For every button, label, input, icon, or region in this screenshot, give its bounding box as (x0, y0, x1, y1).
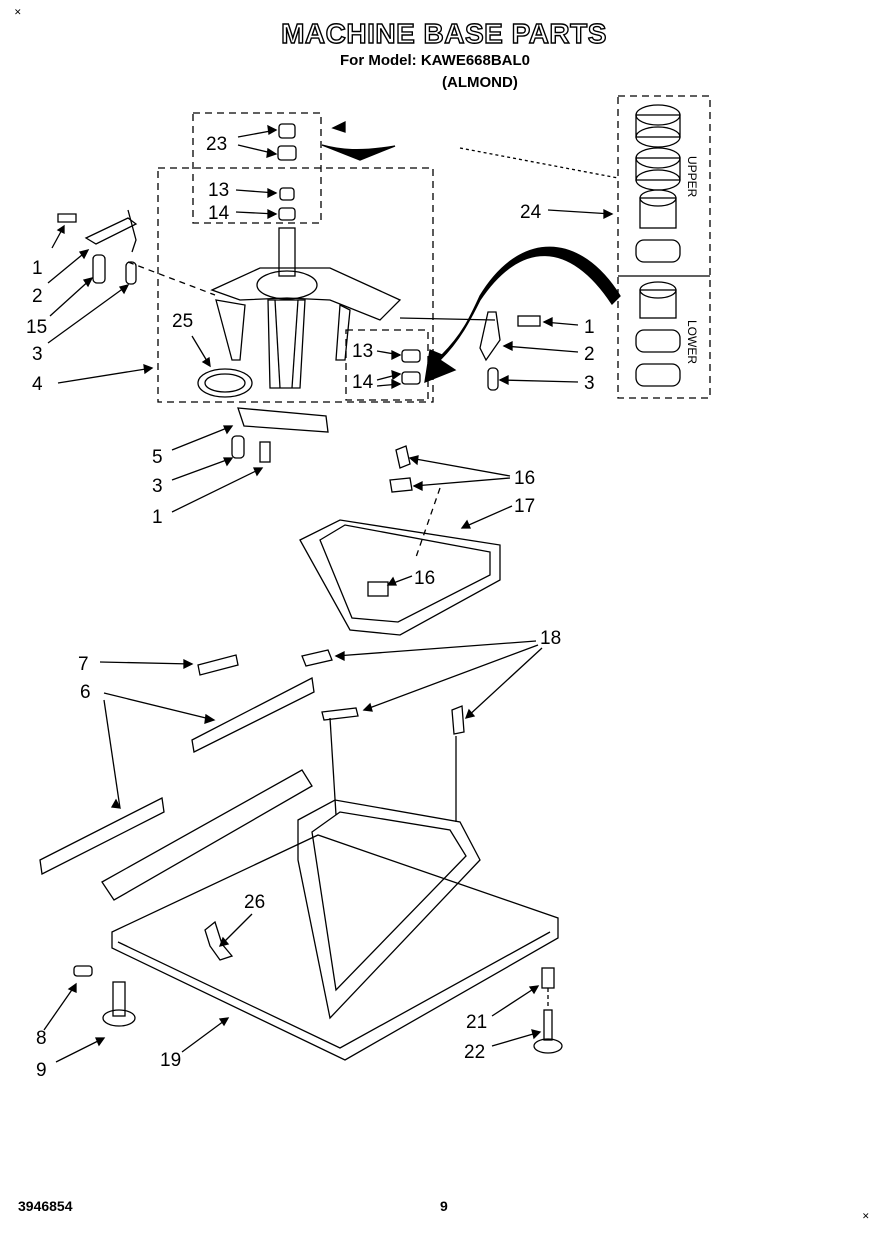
label-5: 5 (152, 447, 163, 468)
color-label: (ALMOND) (442, 74, 518, 91)
model-line: For Model: KAWE668BAL0 (340, 52, 531, 69)
label-18: 18 (540, 628, 561, 649)
label-7: 7 (78, 654, 89, 675)
frame-part-17 (299, 519, 501, 636)
label-1: 1 (584, 317, 595, 338)
strap-part-6 (191, 677, 315, 753)
damper-upper (635, 104, 681, 263)
inset-lower-label: LOWER (685, 320, 699, 364)
machine-base-19 (101, 717, 559, 1061)
label-13: 13 (208, 180, 229, 201)
label-3: 3 (584, 373, 595, 394)
callout-box-bushing-2 (345, 329, 429, 401)
label-4: 4 (32, 374, 43, 395)
inset-upper-label: UPPER (685, 156, 699, 198)
leader-lines (43, 124, 614, 1063)
hub-assembly (210, 227, 496, 389)
label-19: 19 (160, 1050, 181, 1071)
label-1: 1 (152, 507, 163, 528)
corner-mark: ✕ (862, 1212, 870, 1222)
damper-lower (635, 281, 681, 387)
label-1: 1 (32, 258, 43, 279)
label-16: 16 (514, 468, 535, 489)
label-21: 21 (466, 1012, 487, 1033)
label-14: 14 (352, 372, 374, 393)
label-25: 25 (172, 311, 193, 332)
doc-number: 3946854 (18, 1198, 73, 1214)
label-22: 22 (464, 1042, 485, 1063)
inset-pointer-arrow (424, 246, 621, 384)
corner-mark: ✕ (14, 8, 22, 18)
ring-part-25 (197, 368, 253, 398)
label-17: 17 (514, 496, 535, 517)
label-16: 16 (414, 568, 435, 589)
label-26: 26 (244, 892, 265, 913)
suspension-left (57, 209, 216, 296)
label-6: 6 (80, 682, 91, 703)
label-8: 8 (36, 1028, 47, 1049)
spring-part-7 (197, 654, 239, 676)
label-9: 9 (36, 1060, 47, 1081)
page-title: MACHINE BASE PARTS (280, 17, 607, 49)
clip-part-26 (204, 920, 234, 961)
label-2: 2 (584, 344, 595, 365)
bushing-part-23 (277, 123, 297, 221)
label-15: 15 (26, 317, 47, 338)
inset-box-dampers (617, 95, 711, 399)
label-14: 14 (208, 203, 230, 224)
label-24: 24 (520, 202, 542, 223)
bracket-part-5 (237, 407, 329, 433)
label-23: 23 (206, 134, 227, 155)
page-number: 9 (440, 1198, 448, 1214)
label-2: 2 (32, 286, 43, 307)
callout-box-hub (157, 167, 434, 403)
suspension-right (479, 311, 541, 391)
label-3: 3 (152, 476, 163, 497)
label-3: 3 (32, 344, 43, 365)
label-13: 13 (352, 341, 373, 362)
